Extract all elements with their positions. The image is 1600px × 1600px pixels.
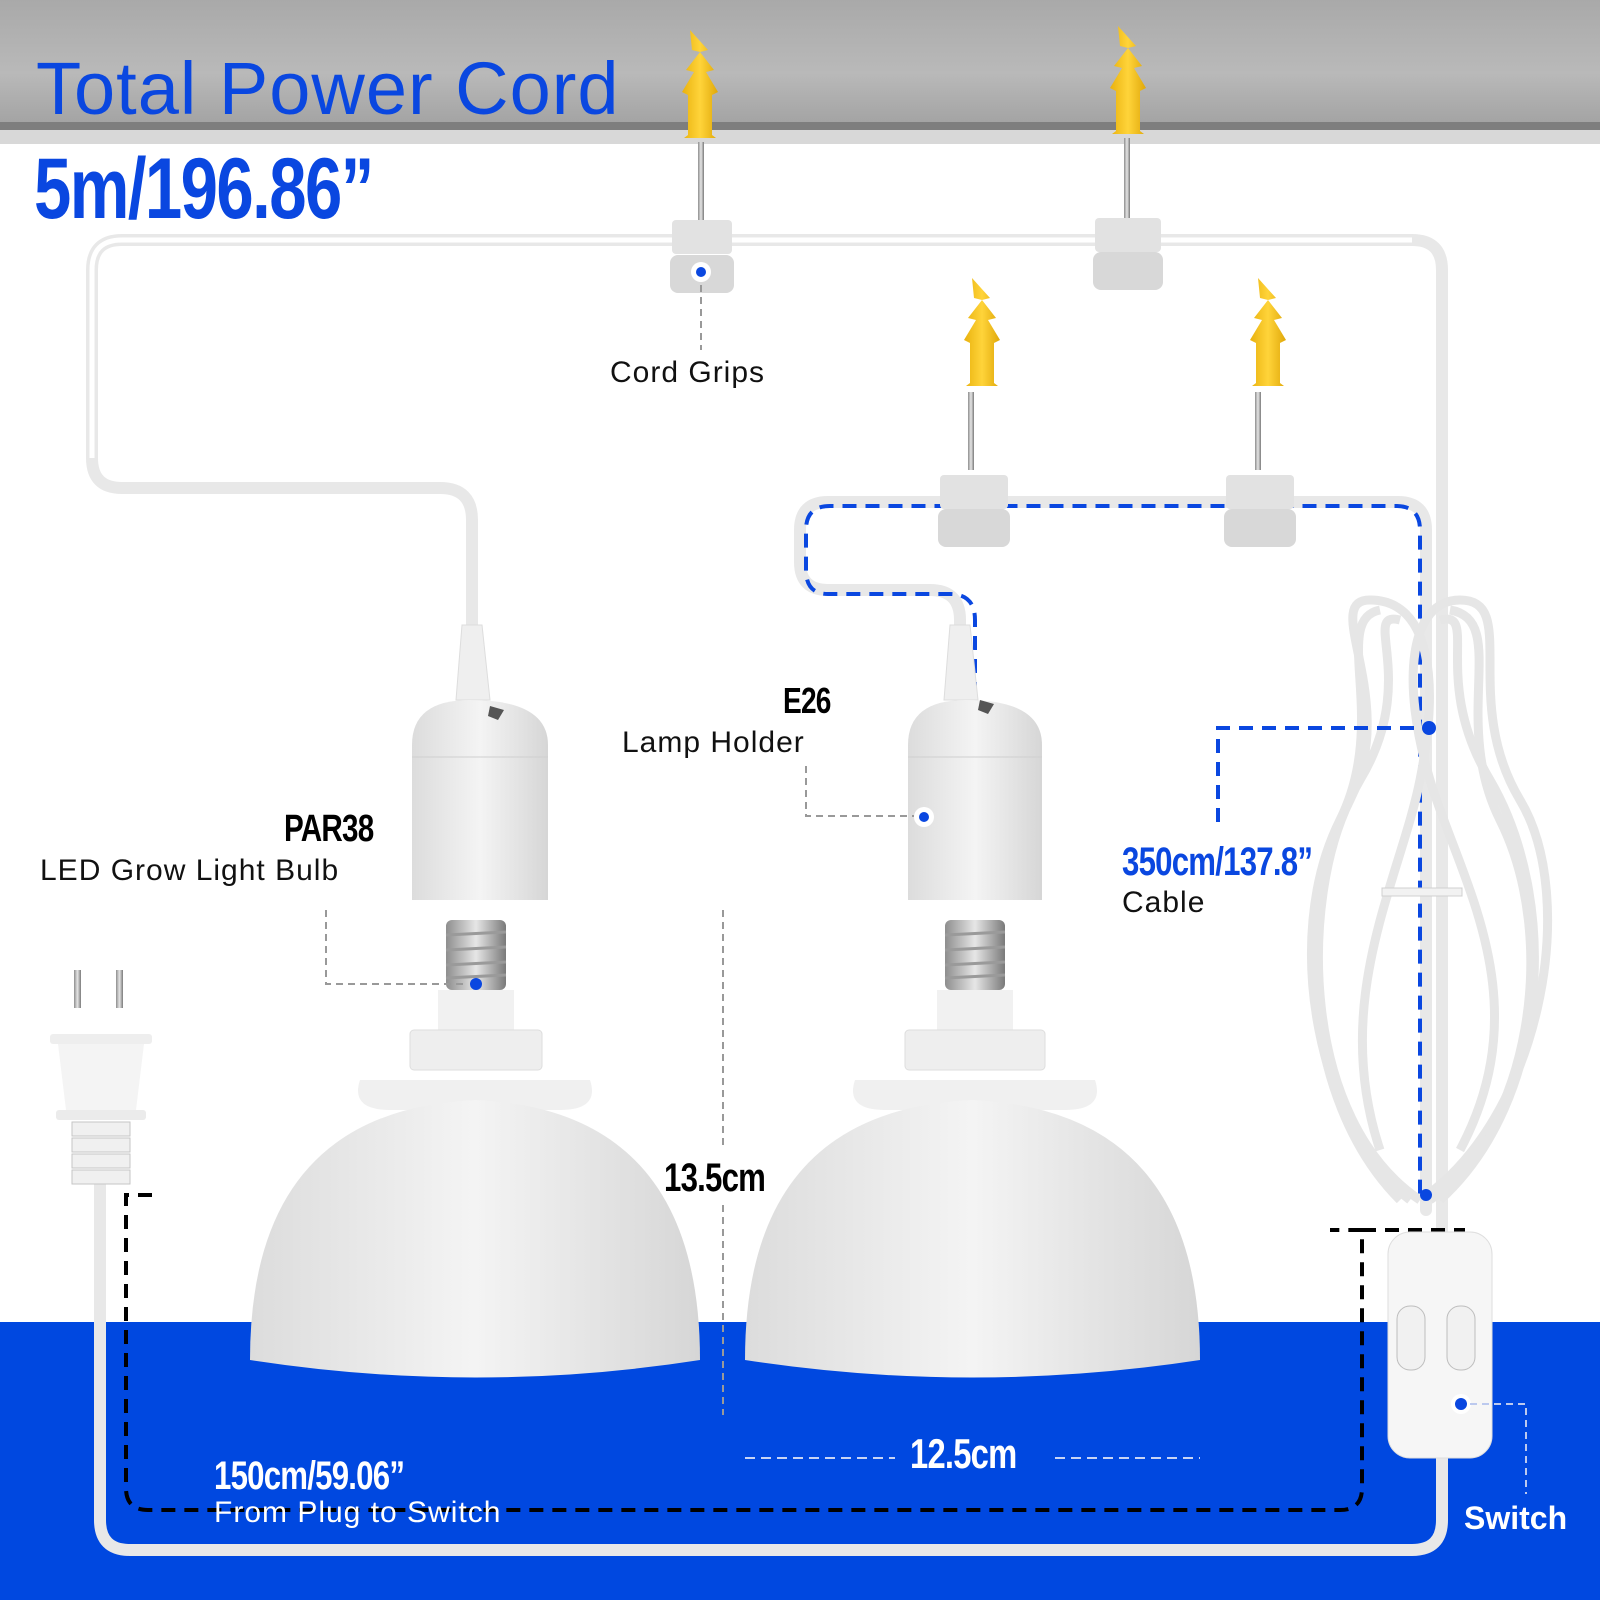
- anchor-set-1: [670, 30, 734, 293]
- cable-callout-dot: [1422, 721, 1436, 735]
- lamp-holder-callout-line: [805, 766, 914, 817]
- anchor-set-2: [1093, 26, 1163, 290]
- bulb-label: LED Grow Light Bulb: [40, 854, 340, 887]
- cable-callout-line: [1216, 726, 1430, 822]
- lamp-holder-type: E26: [783, 680, 831, 721]
- total-length-value: 5m/196.86”: [34, 141, 374, 237]
- power-cord-highlight: [89, 237, 1412, 458]
- lamp-holder-1: [412, 624, 548, 900]
- title-total-power-cord: Total Power Cord: [36, 47, 620, 130]
- bulb-callout-line: [325, 910, 468, 985]
- bulb-width-value: 12.5cm: [910, 1430, 1017, 1477]
- plug: [50, 970, 152, 1185]
- bulb-1: [250, 920, 700, 1378]
- cable-label: Cable: [1122, 886, 1206, 919]
- anchor-set-3: [938, 278, 1010, 547]
- ceiling-edge: [0, 122, 1600, 130]
- ceiling-background: [0, 0, 1600, 122]
- ceiling-underside: [0, 130, 1600, 144]
- plug-to-switch-route: [124, 1193, 1364, 1512]
- cable-length-value: 350cm/137.8”: [1122, 840, 1313, 884]
- plug-to-switch-length-value: 150cm/59.06”: [214, 1454, 405, 1498]
- lamp-holder-callout-dot: [919, 812, 929, 822]
- plug-to-switch-label: From Plug to Switch: [214, 1496, 502, 1529]
- switch-callout-line: [1470, 1403, 1527, 1494]
- blue-dashed-route: [804, 504, 1422, 1200]
- anchor-set-4: [1224, 278, 1296, 547]
- switch-label: Switch: [1464, 1500, 1568, 1536]
- lamp-holder-2: [908, 624, 1042, 900]
- bulb-2: [745, 920, 1200, 1378]
- lamp-holder-label: Lamp Holder: [622, 726, 805, 759]
- cord-grips-label: Cord Grips: [610, 356, 766, 389]
- switch-body: [1387, 1231, 1493, 1459]
- bulb-height-value: 13.5cm: [664, 1156, 766, 1200]
- bulb-type: PAR38: [284, 808, 374, 850]
